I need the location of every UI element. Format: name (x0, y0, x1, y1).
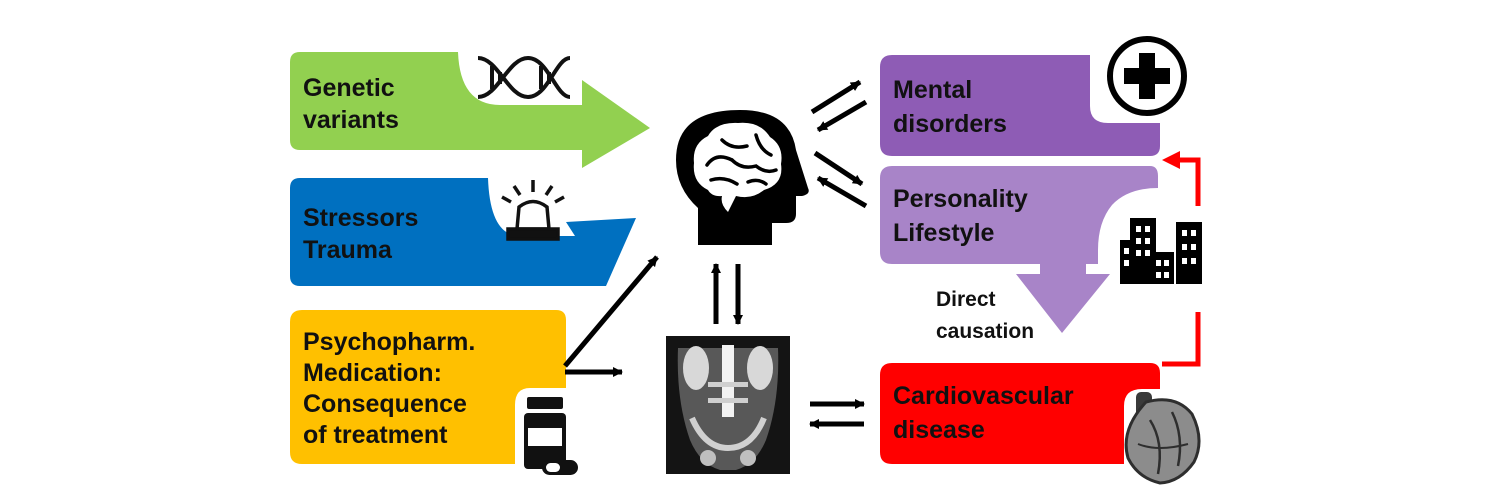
medical-cross-icon (1107, 36, 1187, 116)
cardiovascular-disease-box: Cardiovascular disease (880, 363, 1201, 485)
stressors-label-line1: Stressors (303, 204, 418, 232)
genetic-label-line1: Genetic (303, 74, 395, 102)
city-buildings-icon (1120, 218, 1202, 284)
genetic-label-line2: variants (303, 106, 399, 134)
personality-label-line1: Personality (893, 185, 1028, 213)
brain-personality-bidirectional-arrows (813, 150, 868, 209)
brain-mental-bidirectional-arrows (810, 79, 868, 133)
mental-label-line1: Mental (893, 76, 972, 104)
personality-label-line2: Lifestyle (893, 219, 995, 247)
stressors-trauma-box: Stressors Trauma (290, 178, 636, 286)
cardio-label-line2: disease (893, 416, 985, 444)
psycho-label-line4: of treatment (303, 421, 448, 449)
psycho-to-brain-arrow (563, 255, 659, 368)
body-mri-scan-icon (666, 336, 790, 474)
scan-cardio-bidirectional-arrows (809, 399, 865, 429)
psychopharm-medication-box: Psychopharm. Medication: Consequence of … (290, 310, 578, 475)
cardio-feedback-arrow (1162, 151, 1201, 367)
psycho-label-line2: Medication: (303, 359, 442, 387)
direct-causation-line2: causation (936, 320, 1034, 343)
psycho-label-line1: Psychopharm. (303, 328, 475, 356)
dna-icon (477, 55, 571, 100)
brain-scan-bidirectional-arrows (711, 263, 743, 325)
personality-lifestyle-box: Personality Lifestyle (880, 166, 1158, 333)
genetic-variants-box: Genetic variants (290, 52, 650, 168)
direct-causation-line1: Direct (936, 288, 996, 311)
cardio-label-line1: Cardiovascular (893, 382, 1074, 410)
psycho-label-line3: Consequence (303, 390, 467, 418)
heart-icon (1124, 392, 1201, 485)
stressors-label-line2: Trauma (303, 236, 393, 264)
siren-icon (501, 180, 565, 241)
mental-label-line2: disorders (893, 110, 1007, 138)
mental-disorders-box: Mental disorders (880, 36, 1187, 156)
brain-head-icon (676, 110, 809, 245)
medicine-bottle-icon (524, 397, 578, 475)
